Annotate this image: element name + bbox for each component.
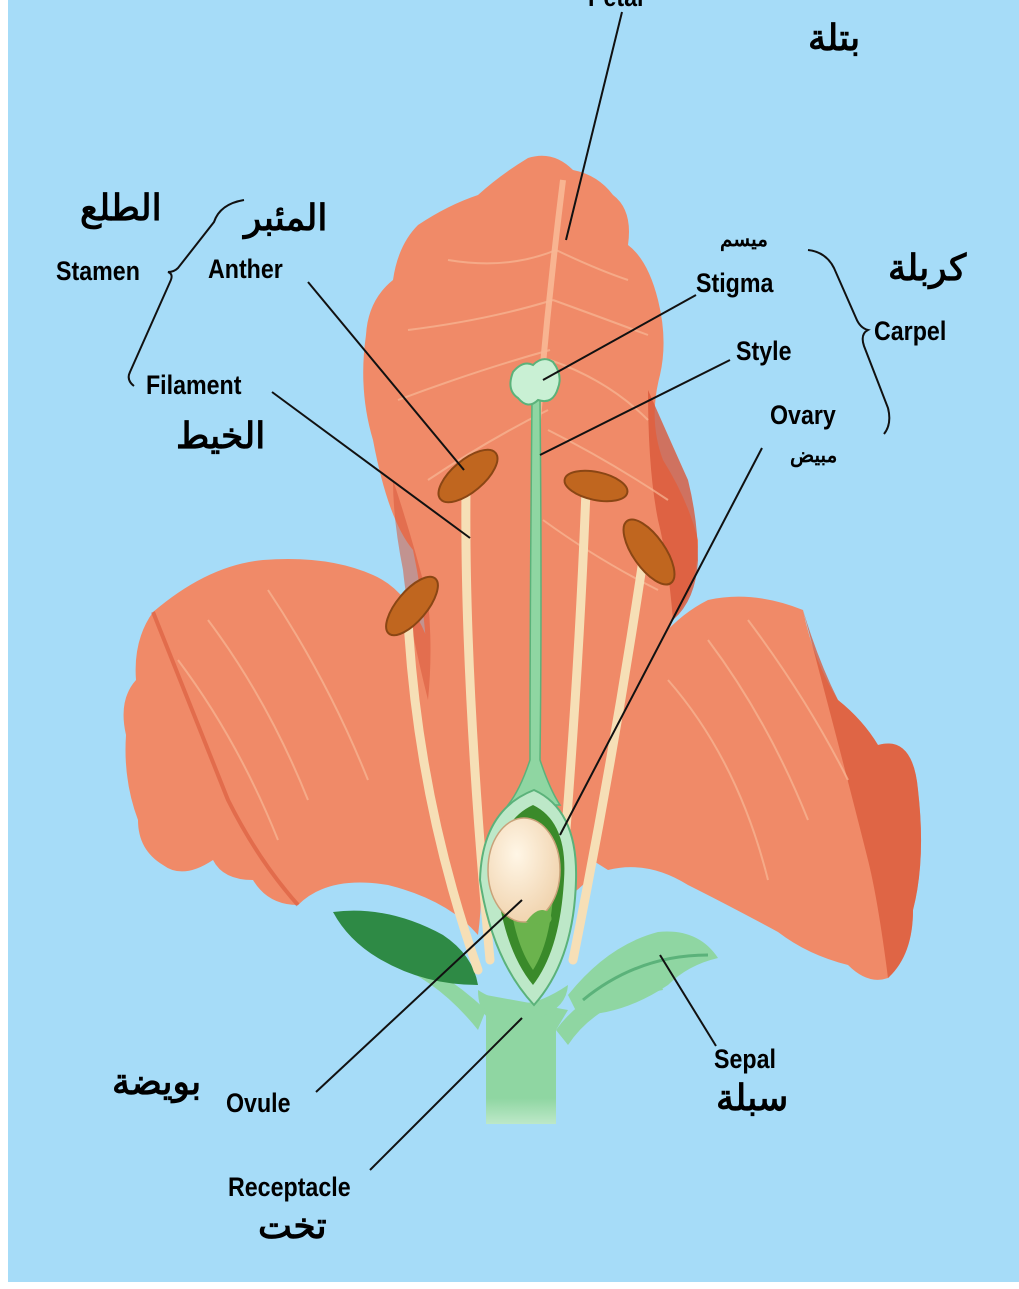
label-filament-en: Filament bbox=[146, 372, 241, 399]
ovule bbox=[488, 818, 560, 922]
label-ovary-ar: مبيض bbox=[790, 446, 837, 466]
label-style-en: Style bbox=[736, 338, 792, 365]
label-stamen-ar: الطلع bbox=[80, 190, 162, 226]
label-stigma-ar: ميسم bbox=[720, 230, 768, 250]
diagram-frame: Petal بتلة الطلع Stamen المئبر Anther Fi… bbox=[8, 0, 1019, 1282]
label-carpel-ar: كربلة bbox=[888, 250, 966, 286]
label-ovule-ar: بويضة bbox=[112, 1064, 201, 1100]
label-anther-ar: المئبر bbox=[244, 200, 327, 236]
label-receptacle-ar: تخت bbox=[258, 1208, 327, 1244]
label-filament-ar: الخيط bbox=[176, 418, 265, 454]
label-stamen-en: Stamen bbox=[56, 258, 140, 285]
label-carpel-en: Carpel bbox=[874, 318, 946, 345]
label-ovule-en: Ovule bbox=[226, 1090, 291, 1117]
sepal-left bbox=[333, 911, 478, 985]
label-stigma-en: Stigma bbox=[696, 270, 773, 297]
label-sepal-en: Sepal bbox=[714, 1046, 776, 1073]
label-sepal-ar: سبلة bbox=[716, 1080, 788, 1116]
sepal-right bbox=[568, 932, 718, 1015]
label-anther-en: Anther bbox=[208, 256, 283, 283]
label-receptacle-en: Receptacle bbox=[228, 1174, 351, 1201]
label-petal-ar: بتلة bbox=[808, 20, 860, 56]
label-petal-en: Petal bbox=[588, 0, 644, 11]
label-ovary-en: Ovary bbox=[770, 402, 836, 429]
